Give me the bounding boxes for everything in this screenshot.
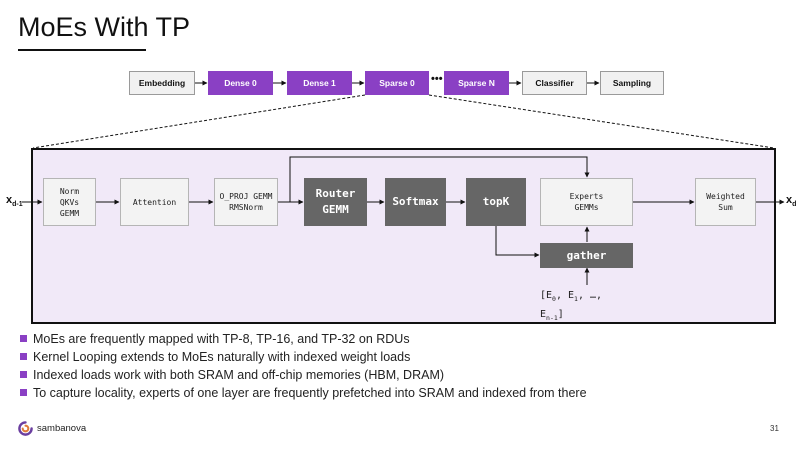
pipeline-sparse-0: Sparse 0 bbox=[365, 71, 429, 95]
topk-block: topK bbox=[466, 178, 526, 226]
attention-block: Attention bbox=[120, 178, 189, 226]
bullet-item: Kernel Looping extends to MoEs naturally… bbox=[18, 348, 587, 366]
expert-list-sub-1: 1 bbox=[574, 295, 578, 303]
sambanova-logo-icon bbox=[18, 421, 33, 436]
experts-gemms-block: Experts GEMMs bbox=[540, 178, 633, 226]
input-x-base: x bbox=[6, 194, 13, 206]
expert-list-e1: , E bbox=[555, 290, 575, 301]
input-x-sub: d-1 bbox=[12, 201, 23, 209]
output-x-label: xd bbox=[786, 194, 796, 208]
softmax-block: Softmax bbox=[385, 178, 446, 226]
expert-list-sub-n-1: n-1 bbox=[546, 314, 558, 322]
expert-list-open: [E bbox=[540, 290, 553, 301]
page-number: 31 bbox=[770, 424, 779, 433]
expert-list-en: E bbox=[540, 309, 547, 320]
weighted-sum-block: Weighted Sum bbox=[695, 178, 756, 226]
oproj-rmsnorm-block: O_PROJ GEMM RMSNorm bbox=[214, 178, 278, 226]
output-x-sub: d bbox=[792, 201, 797, 209]
gather-block: gather bbox=[540, 243, 633, 268]
page-title: MoEs With TP bbox=[18, 12, 191, 42]
brand-name: sambanova bbox=[37, 423, 87, 434]
pipeline-classifier: Classifier bbox=[522, 71, 587, 95]
router-gemm-block: Router GEMM bbox=[304, 178, 367, 226]
pipeline-sparse-n: Sparse N bbox=[444, 71, 509, 95]
bullet-item: To capture locality, experts of one laye… bbox=[18, 384, 587, 402]
title-underline bbox=[18, 49, 146, 51]
bullet-list: MoEs are frequently mapped with TP-8, TP… bbox=[18, 330, 587, 402]
pipeline-embedding: Embedding bbox=[129, 71, 195, 95]
bullet-item: MoEs are frequently mapped with TP-8, TP… bbox=[18, 330, 587, 348]
expert-list-line-2: En-1] bbox=[540, 307, 602, 326]
expert-index-list: [E0, E1, …, En-1] bbox=[540, 288, 602, 326]
bullet-item: Indexed loads work with both SRAM and of… bbox=[18, 366, 587, 384]
sambanova-logo: sambanova bbox=[18, 421, 86, 436]
output-x-base: x bbox=[786, 194, 793, 206]
expert-list-close: ] bbox=[557, 309, 564, 320]
norm-qkvs-gemm-block: Norm QKVs GEMM bbox=[43, 178, 96, 226]
pipeline-sampling: Sampling bbox=[600, 71, 664, 95]
expert-list-ellipsis: , …, bbox=[577, 290, 603, 301]
pipeline-ellipsis: ••• bbox=[431, 73, 443, 85]
pipeline-dense-0: Dense 0 bbox=[208, 71, 273, 95]
expert-list-sub-0: 0 bbox=[552, 295, 556, 303]
pipeline-dense-1: Dense 1 bbox=[287, 71, 352, 95]
moe-diagram-panel bbox=[31, 148, 776, 324]
expert-list-line-1: [E0, E1, …, bbox=[540, 288, 602, 307]
input-x-label: xd-1 bbox=[6, 194, 23, 208]
